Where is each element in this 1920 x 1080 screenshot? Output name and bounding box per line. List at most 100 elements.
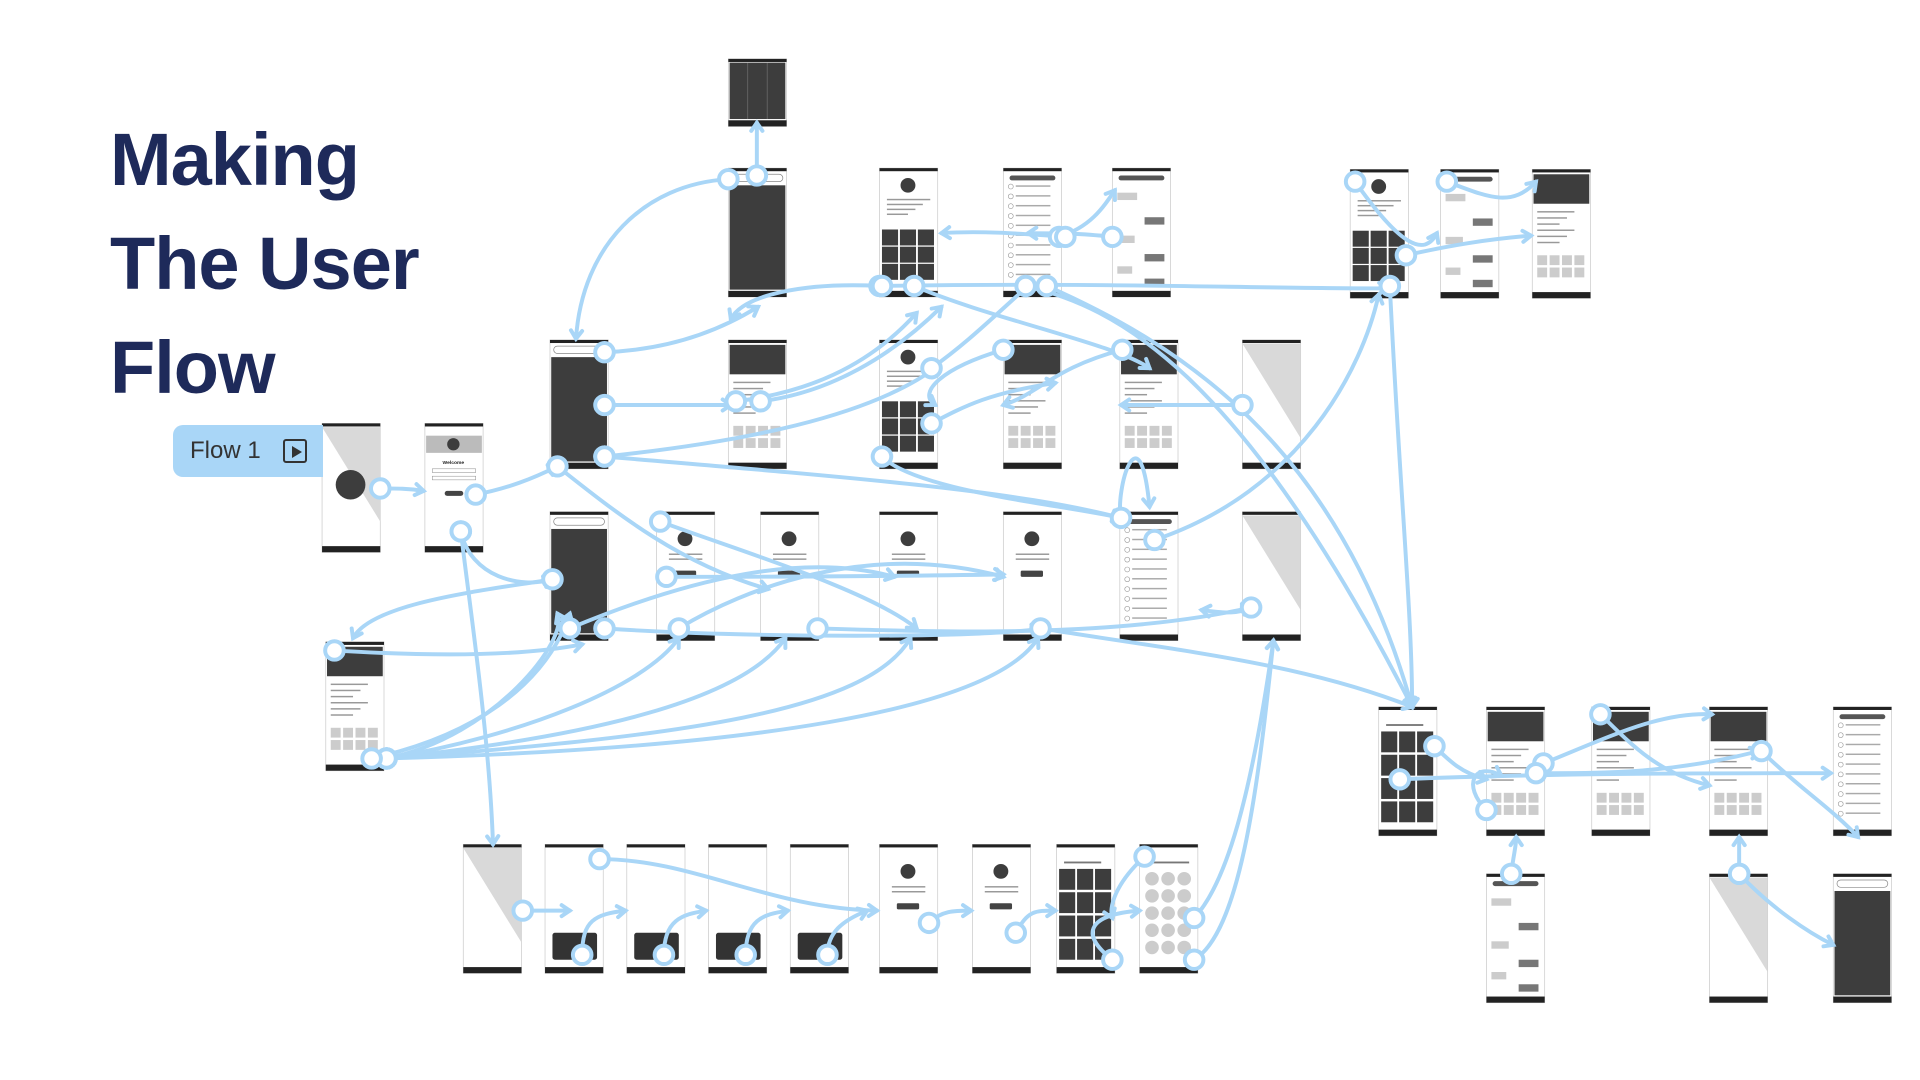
wireframe-screen[interactable] <box>325 641 385 772</box>
wireframe-screen[interactable] <box>879 843 939 974</box>
flow-connector[interactable] <box>1023 283 1415 709</box>
connector-hotspot[interactable] <box>870 274 894 298</box>
flow-connector[interactable] <box>1534 749 1761 776</box>
connector-hotspot[interactable] <box>1035 274 1058 298</box>
connector-hotspot[interactable] <box>1423 735 1446 758</box>
connector-hotspot[interactable] <box>1239 596 1263 619</box>
connector-hotspot[interactable] <box>655 565 678 588</box>
connector-hotspot[interactable] <box>449 520 473 543</box>
connector-hotspot[interactable] <box>1727 862 1751 885</box>
connector-hotspot[interactable] <box>369 477 392 500</box>
connector-hotspot[interactable] <box>1524 762 1548 785</box>
connector-hotspot[interactable] <box>1143 528 1166 552</box>
flow-connector[interactable] <box>602 626 1043 638</box>
flow-connector[interactable] <box>602 366 938 459</box>
connector-hotspot[interactable] <box>558 617 582 640</box>
flow-connector[interactable] <box>927 347 1006 407</box>
flow-connector[interactable] <box>567 565 897 631</box>
connector-hotspot[interactable] <box>1378 274 1402 298</box>
wireframe-screen[interactable] <box>1531 168 1591 299</box>
flow-connector[interactable] <box>758 304 944 404</box>
connector-hotspot[interactable] <box>1388 768 1412 791</box>
flow-1-button[interactable]: Flow 1 <box>173 425 323 477</box>
flow-connector[interactable] <box>602 304 761 355</box>
wireframe-screen[interactable] <box>727 58 787 127</box>
flow-connector[interactable] <box>728 283 882 322</box>
connector-hotspot[interactable] <box>593 393 616 417</box>
connector-hotspot[interactable] <box>920 357 943 380</box>
connector-hotspot[interactable] <box>1589 703 1612 726</box>
connector-hotspot[interactable] <box>745 164 769 187</box>
flow-connector[interactable] <box>929 380 1058 426</box>
flow-connector[interactable] <box>658 519 919 631</box>
flow-connector[interactable] <box>1118 456 1152 520</box>
connector-hotspot[interactable] <box>1475 798 1498 822</box>
connector-hotspot[interactable] <box>360 747 383 770</box>
flow-connector[interactable] <box>458 529 495 847</box>
flow-connector[interactable] <box>1192 638 1276 920</box>
connector-hotspot[interactable] <box>917 911 941 935</box>
wireframe-screen[interactable] <box>972 843 1031 974</box>
wireframe-screen[interactable] <box>1378 706 1438 837</box>
connector-hotspot[interactable] <box>511 899 535 922</box>
flow-connector[interactable] <box>1001 347 1125 407</box>
connector-hotspot[interactable] <box>870 445 894 468</box>
flow-connector[interactable] <box>555 464 770 592</box>
flow-connector[interactable] <box>879 454 1124 520</box>
flow-connector[interactable] <box>384 636 788 761</box>
flow-connector[interactable] <box>1044 283 1415 709</box>
wireframe-screen[interactable] <box>1832 873 1892 1004</box>
flow-connector[interactable] <box>1759 749 1861 839</box>
connector-hotspot[interactable] <box>992 338 1015 361</box>
connector-hotspot[interactable] <box>717 168 740 191</box>
connector-hotspot[interactable] <box>1750 739 1773 763</box>
flow-connector[interactable] <box>1038 626 1415 709</box>
flow-connector[interactable] <box>1444 179 1538 200</box>
flow-connector[interactable] <box>912 283 1152 371</box>
connector-hotspot[interactable] <box>1182 948 1206 971</box>
connector-hotspot[interactable] <box>1109 506 1133 530</box>
flow-connector[interactable] <box>332 642 585 657</box>
flow-connector[interactable] <box>597 857 879 913</box>
connector-hotspot[interactable] <box>648 510 672 533</box>
connector-hotspot[interactable] <box>1499 862 1523 885</box>
connector-hotspot[interactable] <box>541 568 564 591</box>
connector-hotspot[interactable] <box>806 617 829 640</box>
flow-connector[interactable] <box>1737 871 1836 947</box>
connector-hotspot[interactable] <box>734 943 757 966</box>
connector-hotspot[interactable] <box>1004 921 1028 944</box>
flow-connector[interactable] <box>1397 771 1833 782</box>
flow-connector[interactable] <box>369 611 572 761</box>
flow-connector[interactable] <box>664 572 1006 579</box>
flow-connector[interactable] <box>574 177 731 341</box>
connector-hotspot[interactable] <box>464 483 487 506</box>
connector-hotspot[interactable] <box>1394 244 1418 267</box>
connector-hotspot[interactable] <box>588 847 611 871</box>
flow-connector[interactable] <box>384 636 681 761</box>
flow-connector[interactable] <box>1403 233 1534 258</box>
flow-connector[interactable] <box>1090 908 1142 962</box>
connector-hotspot[interactable] <box>652 943 676 966</box>
connector-hotspot[interactable] <box>1029 617 1052 640</box>
connector-hotspot[interactable] <box>816 943 839 966</box>
connector-hotspot[interactable] <box>1054 225 1077 249</box>
flow-connector[interactable] <box>929 283 1031 371</box>
connector-hotspot[interactable] <box>1343 170 1367 193</box>
connector-hotspot[interactable] <box>724 390 748 413</box>
connector-hotspot[interactable] <box>1133 845 1156 868</box>
flow-connector[interactable] <box>879 282 1390 291</box>
connector-hotspot[interactable] <box>593 617 616 640</box>
wireframe-screen[interactable] <box>879 167 939 298</box>
connector-hotspot[interactable] <box>1014 274 1037 298</box>
connector-hotspot[interactable] <box>593 445 616 468</box>
connector-hotspot[interactable] <box>1231 393 1254 417</box>
connector-hotspot[interactable] <box>546 455 569 478</box>
connector-hotspot[interactable] <box>1110 338 1134 361</box>
flow-connector[interactable] <box>1598 712 1712 788</box>
connector-hotspot[interactable] <box>749 390 772 413</box>
connector-hotspot[interactable] <box>1182 906 1206 930</box>
flow-connector[interactable] <box>676 561 1006 631</box>
flow-connector[interactable] <box>384 636 913 761</box>
flow-connector[interactable] <box>1192 638 1276 962</box>
